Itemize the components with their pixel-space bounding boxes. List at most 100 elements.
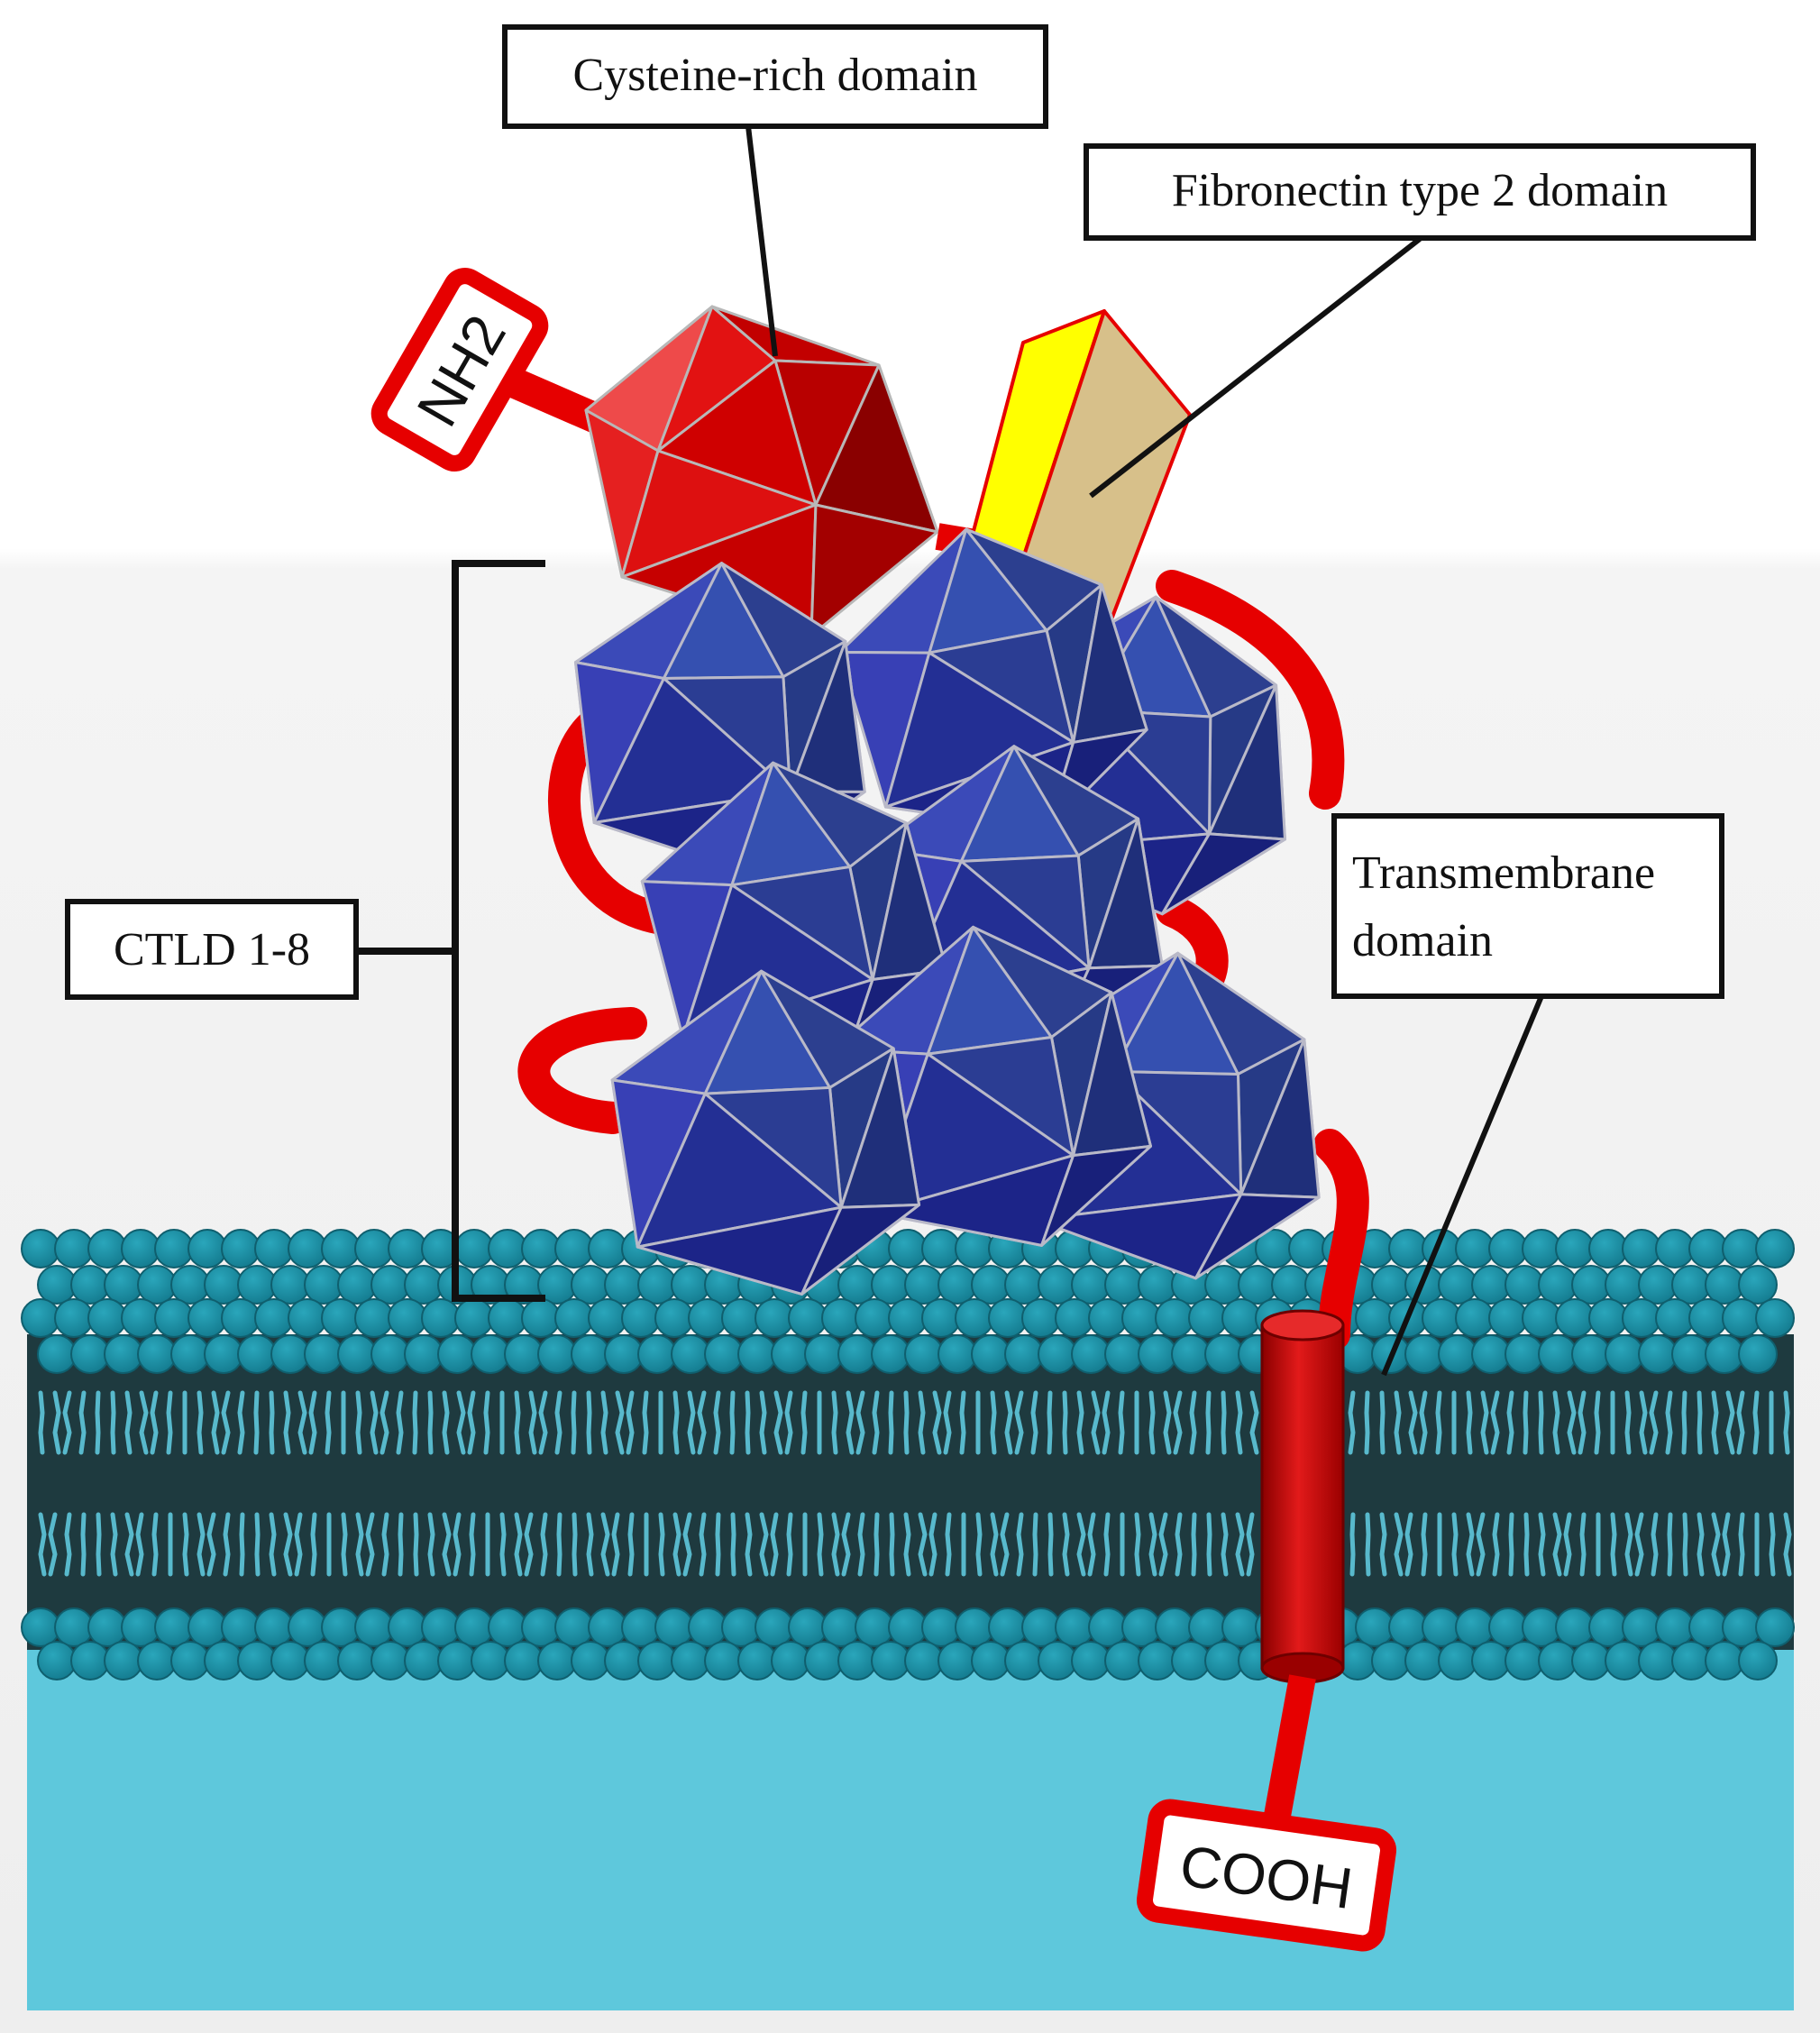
cytoplasm: [27, 1623, 1794, 2010]
lipid-head: [1038, 1334, 1077, 1374]
lipid-tail: [237, 1390, 245, 1455]
lipid-tail: [600, 1390, 608, 1455]
lipid-tail: [514, 1390, 521, 1455]
lipid-tail: [888, 1390, 894, 1455]
lipid-head: [1588, 1229, 1628, 1268]
lipid-head: [1688, 1298, 1728, 1338]
lipid-tail: [1421, 1512, 1428, 1577]
lipid-head: [1671, 1334, 1711, 1374]
lipid-head: [955, 1607, 994, 1647]
lipid-head: [1522, 1229, 1561, 1268]
lipid-tail: [1508, 1512, 1514, 1577]
lipid-head: [1138, 1641, 1177, 1680]
lipid-head: [137, 1641, 177, 1680]
lipid-head: [571, 1334, 610, 1374]
lipid-head: [821, 1298, 861, 1338]
lipid-head: [1138, 1334, 1177, 1374]
lipid-head: [21, 1607, 60, 1647]
lipid-tail: [1639, 1390, 1648, 1455]
lipid-head: [554, 1298, 594, 1338]
lipid-head: [54, 1229, 94, 1268]
lipid-head: [54, 1298, 94, 1338]
lipid-head: [488, 1298, 527, 1338]
lipid-head: [1688, 1229, 1728, 1268]
lipid-head: [1488, 1229, 1528, 1268]
lipid-head: [187, 1229, 227, 1268]
lipid-head: [821, 1607, 861, 1647]
lipid-tail: [442, 1512, 452, 1577]
lipid-tail: [1365, 1512, 1371, 1577]
lipid-head: [571, 1265, 610, 1305]
lipid-tail: [699, 1512, 707, 1577]
lipid-head: [1038, 1265, 1077, 1305]
lipid-head: [604, 1641, 644, 1680]
lipid-tail: [365, 1512, 375, 1577]
lipid-head: [154, 1298, 194, 1338]
lipid-head: [1671, 1641, 1711, 1680]
lipid-head: [871, 1641, 910, 1680]
lipid-head: [1738, 1265, 1778, 1305]
lipid-head: [1622, 1298, 1661, 1338]
lipid-tail: [1235, 1512, 1245, 1577]
lipid-head: [588, 1298, 627, 1338]
lipid-head: [204, 1641, 243, 1680]
label-transmembrane-2: domain: [1352, 915, 1493, 966]
lipid-head: [921, 1607, 961, 1647]
lipid-tail: [1711, 1390, 1719, 1455]
lipid-tail: [713, 1390, 721, 1455]
lipid-tail: [1490, 1390, 1500, 1455]
lipid-tail: [381, 1512, 389, 1577]
lipid-head: [37, 1334, 77, 1374]
lipid-head: [1138, 1265, 1177, 1305]
lipid-head: [1404, 1641, 1444, 1680]
lipid-head: [1722, 1298, 1761, 1338]
lipid-head: [1655, 1229, 1695, 1268]
lipid-head: [1638, 1334, 1678, 1374]
lipid-head: [321, 1298, 361, 1338]
lipid-head: [354, 1229, 394, 1268]
lipid-tail: [1032, 1512, 1038, 1577]
lipid-tail: [62, 1390, 72, 1455]
lipid-tail: [96, 1512, 102, 1577]
label-fibronectin: Fibronectin type 2 domain: [1172, 165, 1668, 216]
lipid-tail: [1567, 1390, 1577, 1455]
lipid-tail: [139, 1390, 149, 1455]
lipid-head: [354, 1607, 394, 1647]
lipid-head: [688, 1607, 727, 1647]
lipid-tail: [800, 1390, 808, 1455]
lipid-tail: [52, 1390, 61, 1455]
lipid-head: [1504, 1334, 1544, 1374]
lipid-tail: [1697, 1390, 1703, 1455]
lipid-tail: [990, 1512, 999, 1577]
lipid-head: [1722, 1607, 1761, 1647]
lipid-tail: [1682, 1512, 1688, 1577]
lipid-tail: [873, 1512, 880, 1577]
lipid-head: [588, 1229, 627, 1268]
lipid-head: [1488, 1298, 1528, 1338]
lipid-head: [804, 1334, 844, 1374]
lipid-head: [1455, 1298, 1495, 1338]
lipid-head: [1605, 1334, 1644, 1374]
lipid-head: [337, 1641, 377, 1680]
lipid-head: [37, 1265, 77, 1305]
lipid-tail: [355, 1390, 362, 1455]
lipid-head: [1071, 1641, 1111, 1680]
lipid-tail: [38, 1512, 47, 1577]
lipid-tail: [206, 1512, 216, 1577]
membrane-core: [27, 1334, 1794, 1650]
lipid-tail: [95, 1390, 101, 1455]
lipid-tail: [831, 1512, 840, 1577]
lipid-head: [104, 1641, 143, 1680]
lipid-tail: [1249, 1390, 1259, 1455]
lipid-head: [1155, 1607, 1194, 1647]
lipid-head: [1171, 1334, 1211, 1374]
lipid-head: [337, 1334, 377, 1374]
lipid-head: [571, 1641, 610, 1680]
lipid-tail: [773, 1390, 783, 1455]
lipid-tail: [1552, 1512, 1562, 1577]
lipid-tail: [427, 1512, 435, 1577]
lipid-head: [237, 1641, 277, 1680]
lipid-head: [637, 1265, 677, 1305]
lipid-head: [1538, 1334, 1578, 1374]
